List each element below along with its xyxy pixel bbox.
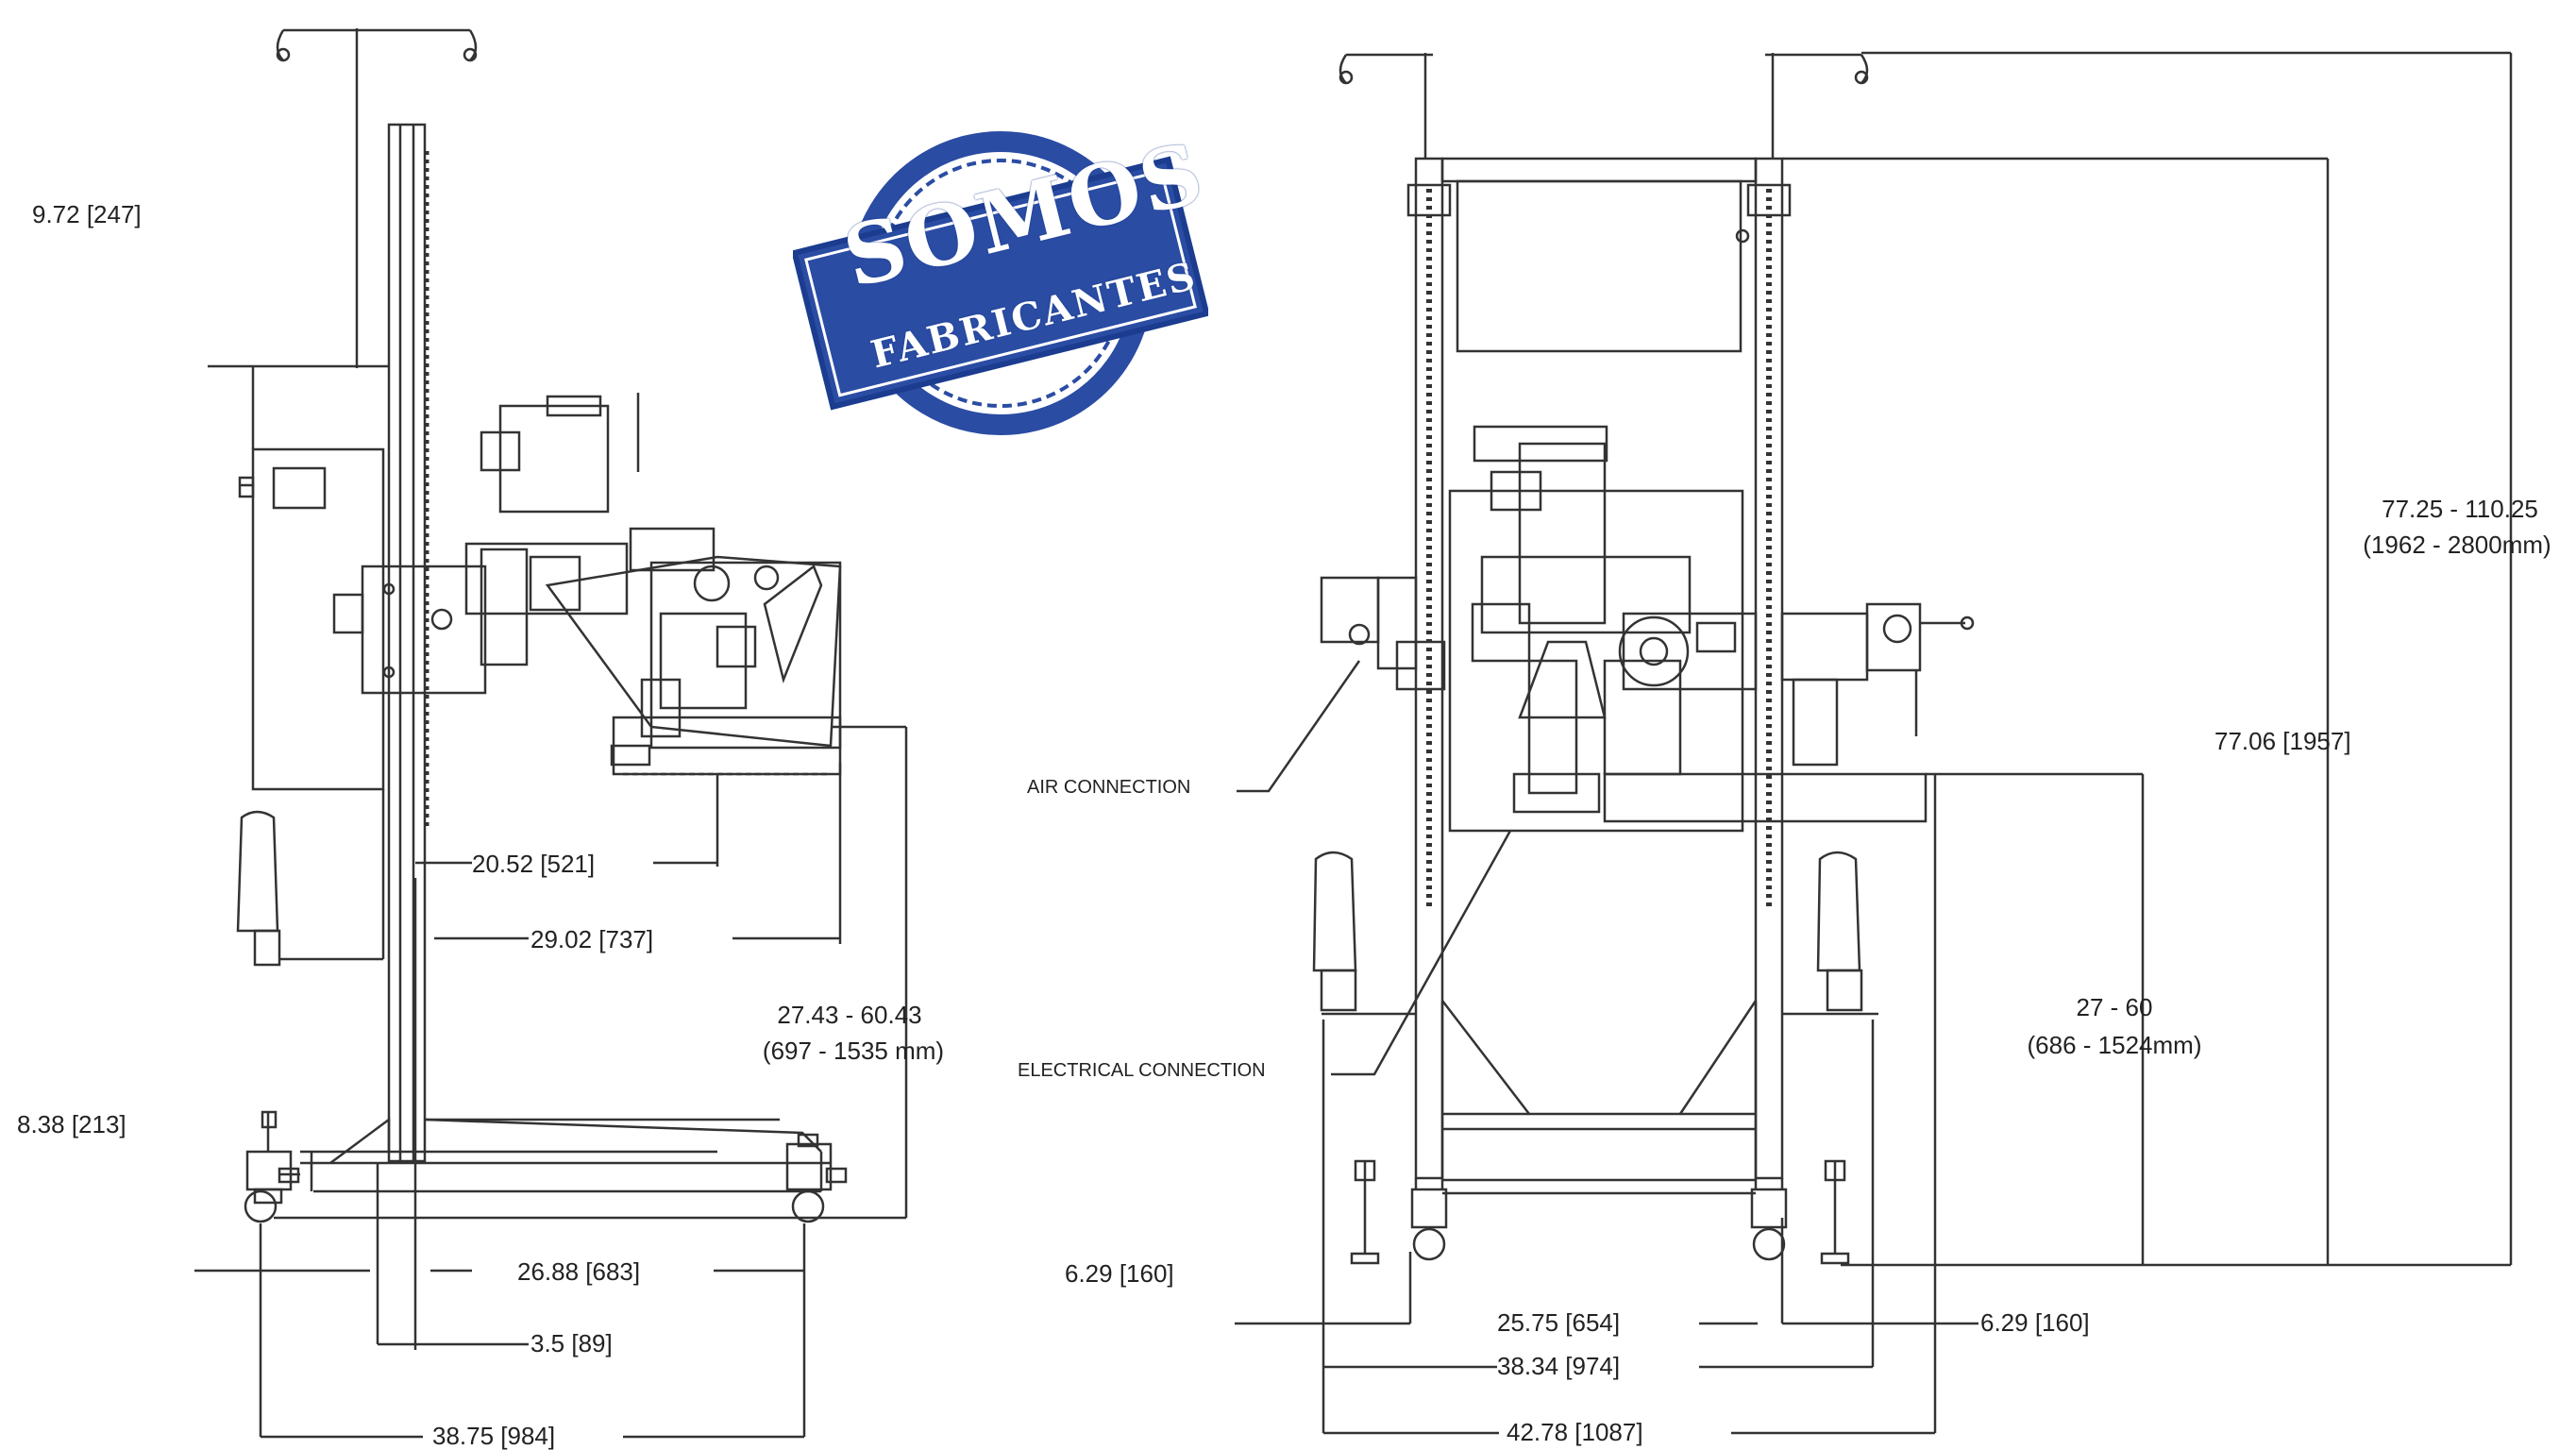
dim-height-range-mm: (697 - 1535 mm) — [762, 1037, 945, 1065]
air-connection-label: AIR CONNECTION — [1027, 777, 1191, 798]
right-machine-front-view — [1235, 51, 2513, 1435]
dim-work-height-mm: (686 - 1524mm) — [2027, 1031, 2202, 1059]
dim-inner-width: 25.75 [654] — [1497, 1308, 1621, 1337]
dim-arm-reach-2: 29.02 [737] — [530, 925, 654, 953]
stamp-graphic — [791, 131, 1210, 435]
dim-caster-left: 6.29 [160] — [1065, 1259, 1174, 1288]
dim-total-height: 77.25 - 110.25 — [2382, 495, 2538, 523]
electrical-connection-label: ELECTRICAL CONNECTION — [1018, 1060, 1266, 1081]
left-machine-side-view — [194, 28, 908, 1439]
dim-work-height: 27 - 60 — [2076, 993, 2153, 1021]
dim-outer-width: 38.34 [974] — [1497, 1352, 1621, 1380]
somos-fabricantes-stamp: SOMOS FABRICANTES — [791, 113, 1213, 453]
dim-caster-right: 6.29 [160] — [1980, 1308, 2090, 1337]
dim-arm-reach: 20.52 [521] — [472, 850, 596, 878]
dim-column: 3.5 [89] — [530, 1329, 613, 1357]
dim-frame-height: 77.06 [1957] — [2214, 727, 2351, 755]
dim-total-width-right: 42.78 [1087] — [1507, 1418, 1643, 1446]
dim-height-range: 27.43 - 60.43 — [777, 1001, 922, 1029]
dim-total-height-mm: (1962 - 2800mm) — [2363, 531, 2551, 559]
dim-total-width-left: 38.75 [984] — [432, 1422, 556, 1450]
dim-base-width: 26.88 [683] — [517, 1257, 641, 1286]
dim-top-left: 9.72 [247] — [32, 200, 142, 228]
dim-base-left: 8.38 [213] — [17, 1110, 126, 1138]
